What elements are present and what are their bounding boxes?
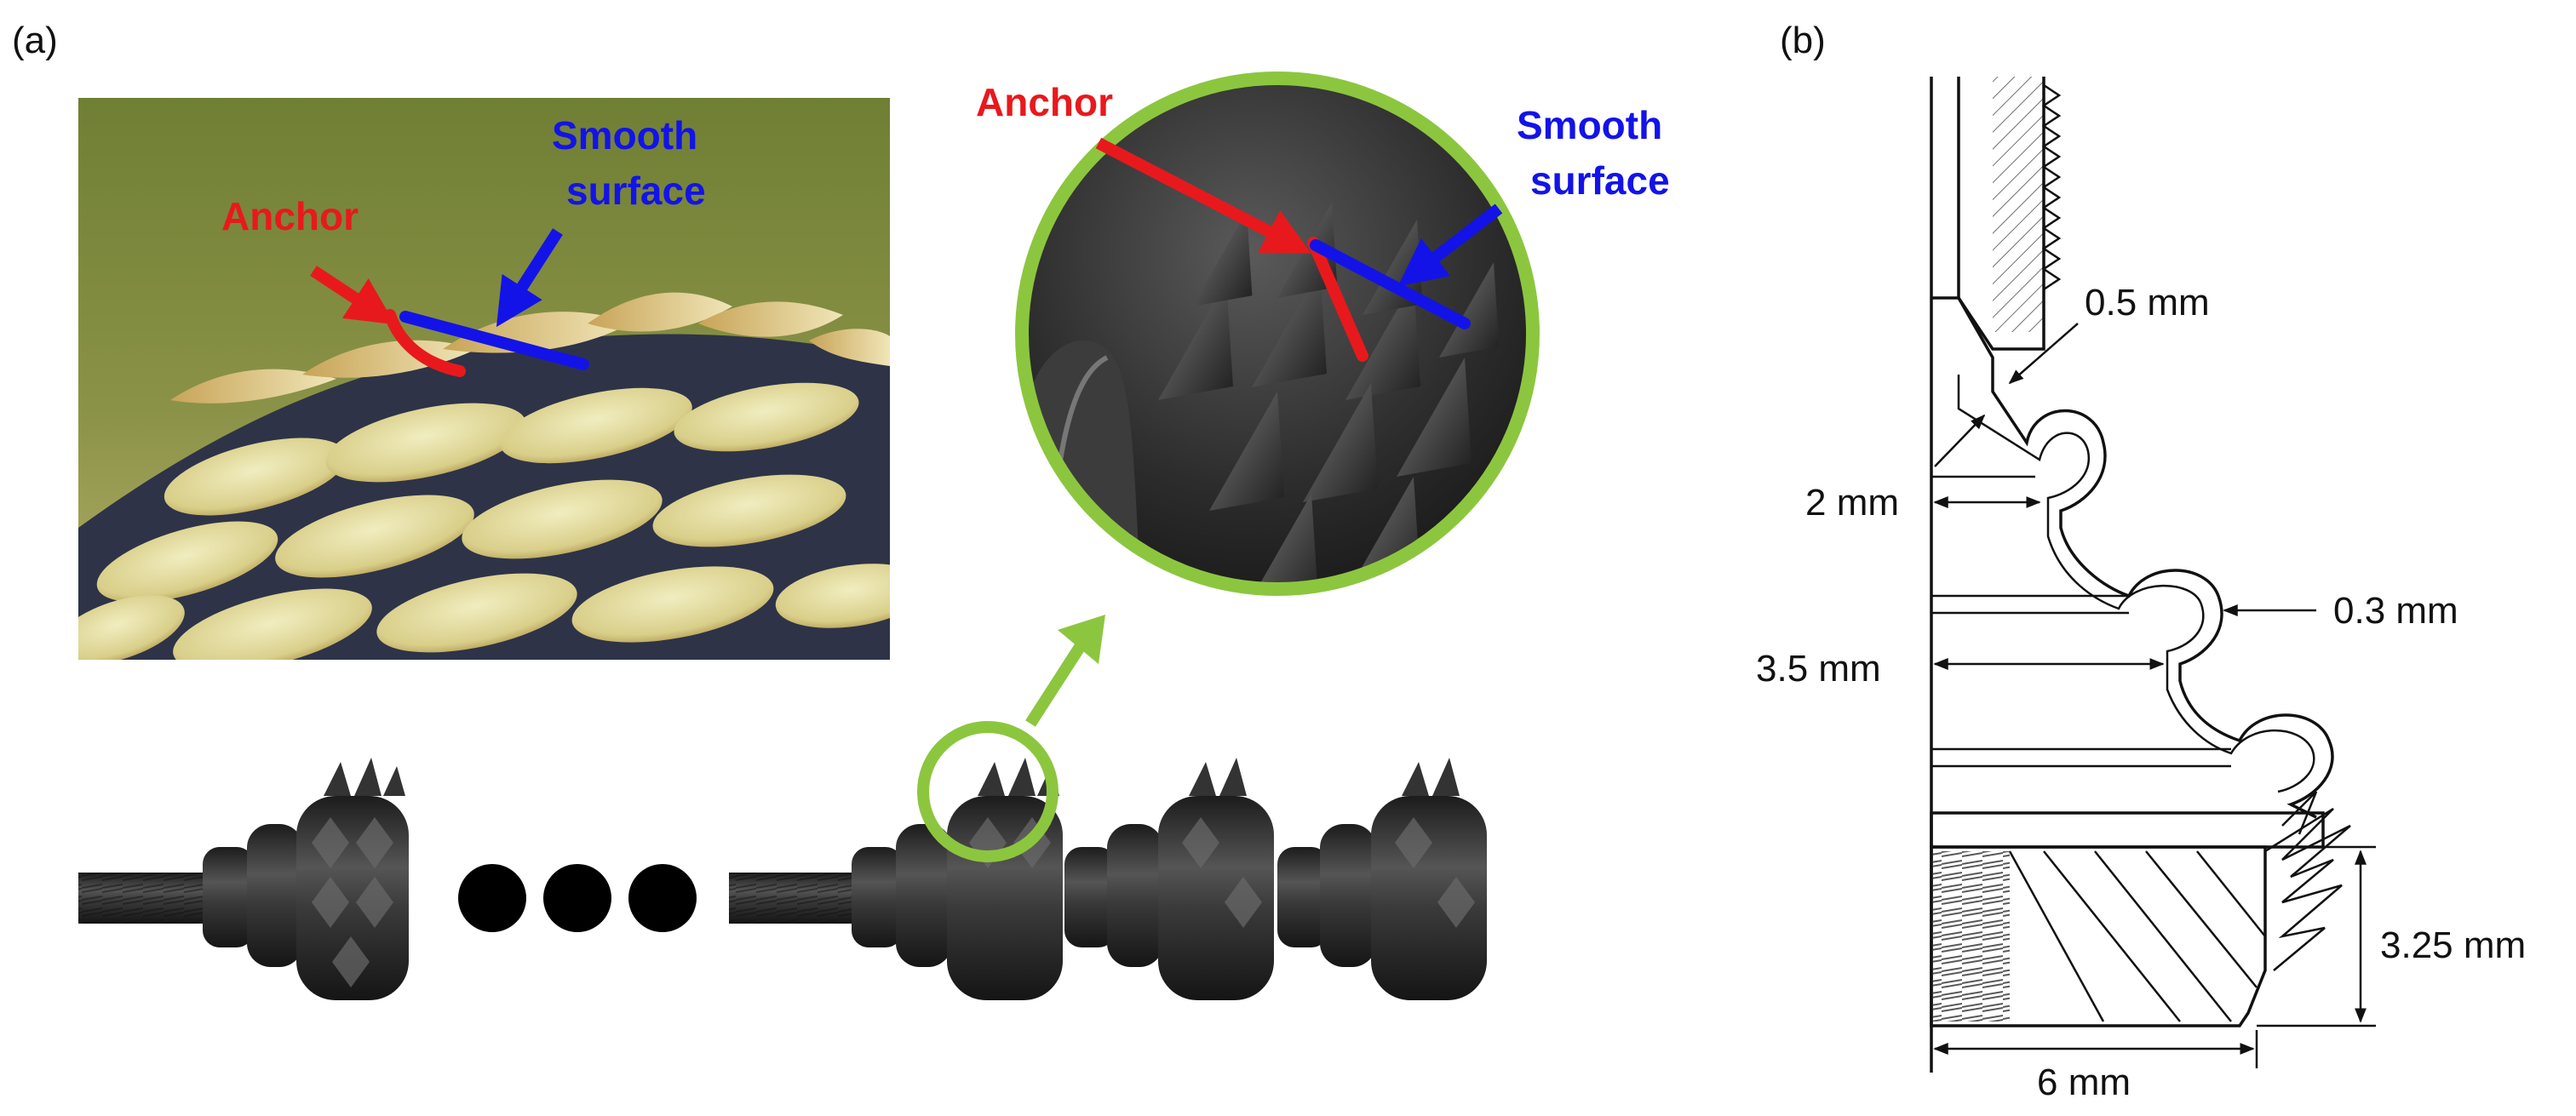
dim-0-3mm: 0.3 mm [2333, 590, 2458, 632]
photo-anchor-label: Anchor [221, 194, 359, 238]
dim-0-5mm: 0.5 mm [2085, 282, 2210, 323]
panel-b-label: (b) [1780, 20, 1826, 61]
dim-3-5mm: 3.5 mm [1756, 648, 1881, 690]
zoom-callouts: Anchor Smooth surface [976, 80, 1670, 362]
zoom-circle [1015, 72, 1540, 596]
ellipsis-dot-3 [628, 864, 697, 932]
photo-smooth-label-1: Smooth [552, 113, 697, 157]
segment-1 [78, 758, 409, 1000]
dim-6mm: 6 mm [2037, 1062, 2131, 1103]
dimensions: 0.5 mm 2 mm 0.3 mm 3.5 mm 3.25 mm 6 mm [1756, 282, 2526, 1103]
panel-a-label: (a) [12, 20, 58, 61]
zoom-pointer-line [1025, 644, 1085, 727]
ellipsis-dot-2 [543, 864, 611, 932]
photo-smooth-label-2: surface [566, 169, 706, 213]
highlight-circle [917, 721, 1059, 862]
zoom-anchor-mark [1307, 237, 1368, 362]
dim-3-25mm: 3.25 mm [2380, 924, 2526, 966]
scale-photo [78, 98, 890, 660]
photo-anchor-mark [384, 309, 466, 377]
segment-chain [729, 758, 1487, 1000]
zoom-smooth-arrow [1397, 203, 1503, 287]
zoom-view [1015, 72, 1540, 596]
photo-smooth-arrow [496, 228, 563, 328]
zoom-anchor-arrow [1095, 137, 1311, 254]
zoom-pointer-head [1058, 615, 1105, 664]
segment-row [78, 721, 1487, 1000]
photo-callouts: Anchor Smooth surface [221, 113, 706, 377]
zoom-anchor-label: Anchor [976, 80, 1113, 124]
ellipsis-dot-1 [458, 864, 526, 932]
cross-section-drawing [1930, 77, 2351, 1073]
photo-anchor-arrow [310, 266, 396, 325]
zoom-smooth-label-2: surface [1530, 158, 1670, 203]
dim-2mm: 2 mm [1805, 482, 1899, 524]
zoom-smooth-mark [1310, 239, 1471, 329]
photo-smooth-mark [399, 311, 589, 370]
zoom-smooth-label-1: Smooth [1517, 103, 1662, 147]
